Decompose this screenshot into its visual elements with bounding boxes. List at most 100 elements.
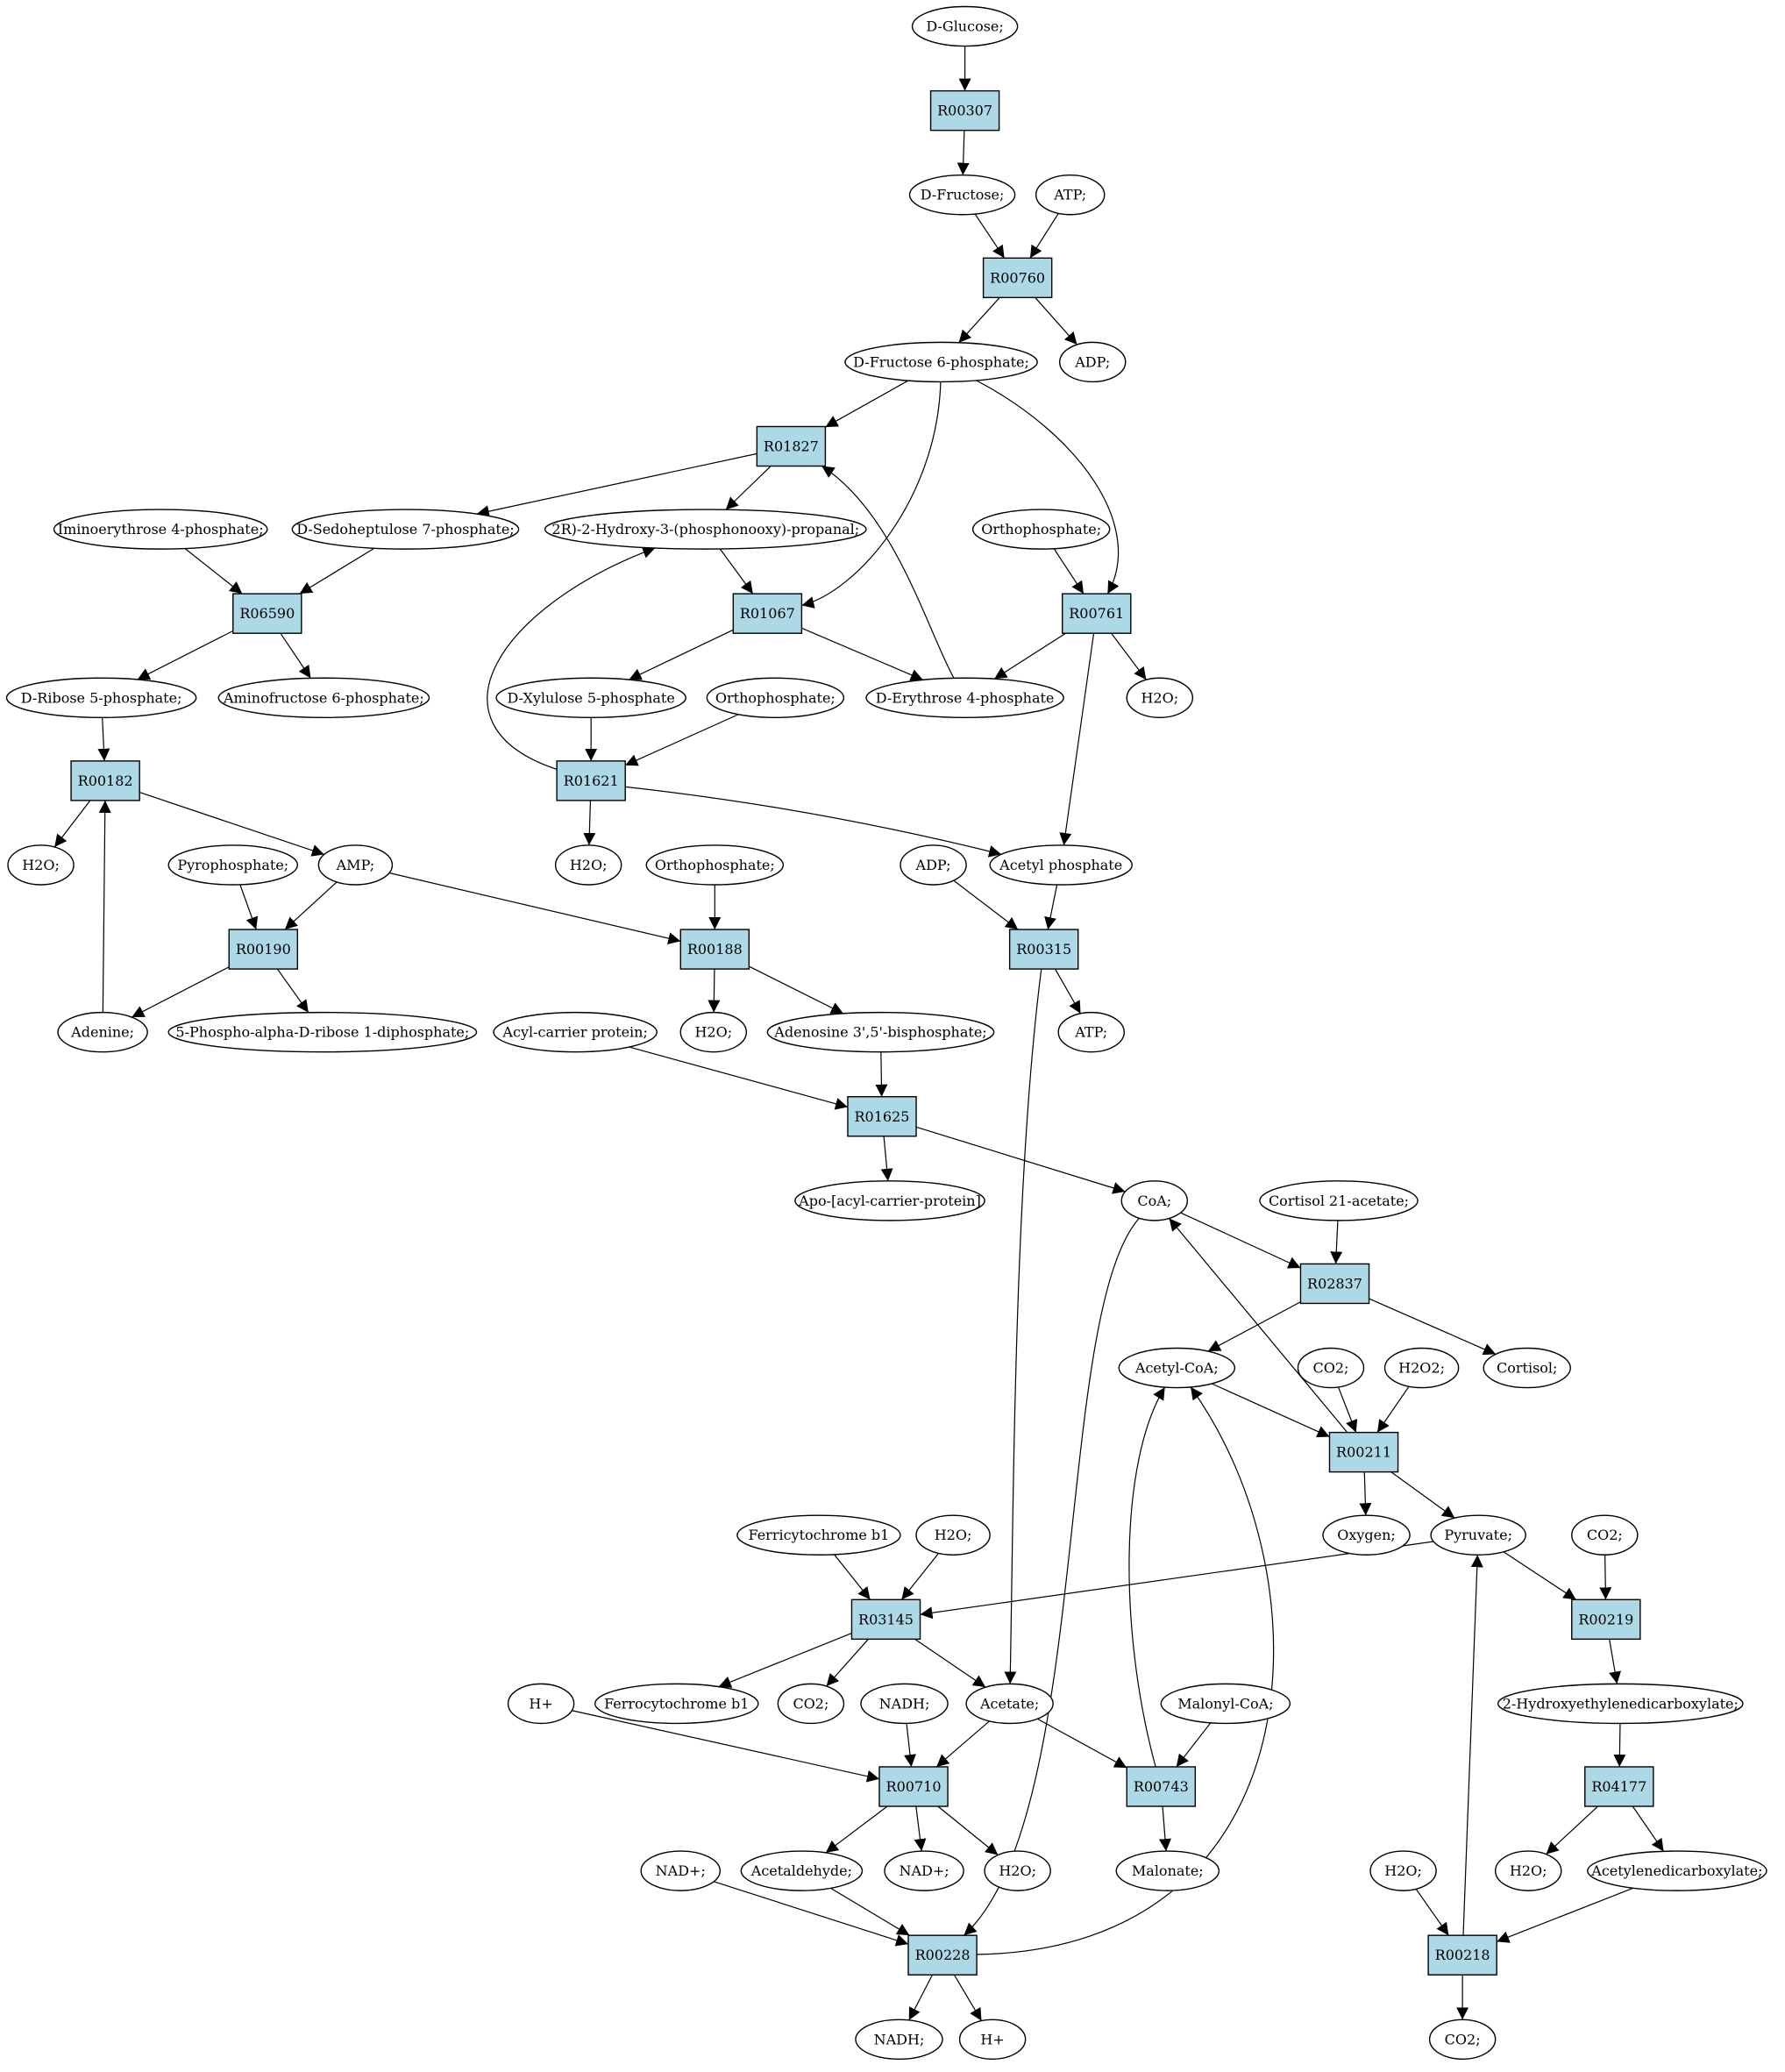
metabolite-ellipse	[844, 341, 1038, 383]
edge-hplus1-to-R00710	[572, 1710, 880, 1783]
node-label: D-Fructose;	[921, 187, 1005, 203]
edge-R00228-to-acetylcoa	[977, 1386, 1275, 1955]
node-label: Adenine;	[70, 1024, 134, 1041]
node-label: D-Xylulose 5-phosphate	[508, 689, 675, 706]
node-label: H2O;	[1141, 689, 1178, 706]
reaction-node-R01625: R01625	[847, 1096, 917, 1137]
metabolite-ellipse	[1035, 174, 1106, 216]
metabolite-ellipse	[958, 2019, 1027, 2061]
edge-R00743-to-malonate	[1158, 1805, 1171, 1852]
metabolite-node-glucose: D-Glucose;	[911, 5, 1019, 47]
edge-R00760-to-f6p	[958, 296, 1000, 344]
metabolite-ellipse	[291, 509, 520, 550]
node-label: R00760	[990, 269, 1045, 286]
edge-R00218-to-pyruvate	[1462, 1555, 1483, 1936]
edge-pap-to-R01625	[875, 1051, 888, 1097]
edge-acylcp-to-R01625	[629, 1046, 849, 1110]
node-label: D-Sedoheptulose 7-phosphate;	[296, 521, 514, 538]
node-label: Apo-[acyl-carrier-protein]	[798, 1193, 981, 1209]
node-label: Ferrocytochrome b1	[604, 1695, 749, 1712]
node-label: H+	[980, 2031, 1004, 2047]
metabolite-ellipse	[1571, 1514, 1639, 1556]
node-label: Pyrophosphate;	[177, 857, 288, 873]
node-label: R00315	[1016, 941, 1071, 958]
metabolite-ellipse	[1494, 1850, 1562, 1891]
edge-R00188-to-pap	[749, 965, 844, 1015]
metabolite-node-co2c: CO2;	[777, 1683, 845, 1725]
reaction-box	[1328, 1431, 1399, 1473]
edge-R01621-to-acp	[625, 786, 1002, 858]
metabolite-ellipse	[777, 1683, 845, 1725]
metabolite-ellipse	[740, 1850, 864, 1891]
edge-sedo-to-R06590	[299, 547, 375, 595]
metabolite-ellipse	[1322, 1514, 1411, 1556]
metabolite-ellipse	[1259, 1180, 1419, 1221]
metabolite-ellipse	[1126, 677, 1194, 719]
reaction-box	[907, 1934, 978, 1976]
metabolite-ellipse	[1383, 1347, 1460, 1389]
edge-co2a-to-R00211	[1338, 1386, 1358, 1433]
reaction-node-R01067: R01067	[732, 593, 803, 634]
reaction-node-R00211: R00211	[1328, 1431, 1399, 1473]
metabolite-node-fructose: D-Fructose;	[908, 174, 1016, 216]
edge-R00188-to-h2o4	[708, 969, 721, 1013]
metabolite-node-nadplus2: NAD+;	[884, 1850, 964, 1891]
node-label: R00188	[687, 941, 743, 958]
metabolite-ellipse	[1058, 341, 1127, 383]
metabolite-ellipse	[53, 509, 268, 550]
edge-cort21-to-R02837	[1330, 1220, 1343, 1264]
edge-R01067-to-xylu	[629, 629, 734, 680]
metabolite-node-e4p: D-Erythrose 4-phosphate	[865, 677, 1064, 719]
reaction-node-R01827: R01827	[756, 425, 827, 467]
edge-R01067-to-e4p	[801, 627, 924, 681]
metabolite-ellipse	[167, 844, 299, 886]
reaction-node-R00710: R00710	[878, 1766, 949, 1807]
node-label: H+	[529, 1695, 552, 1712]
reaction-node-R00760: R00760	[982, 257, 1053, 299]
metabolite-ellipse	[1057, 1011, 1125, 1053]
node-label: CO2;	[1587, 1527, 1623, 1543]
node-label: D-Glucose;	[926, 18, 1003, 35]
edge-R03145-to-ferro	[718, 1632, 852, 1688]
reaction-box	[847, 1096, 917, 1137]
metabolite-ellipse	[679, 1011, 748, 1053]
edge-h2o7-to-R00218	[1415, 1889, 1449, 1936]
edge-R00211-to-oxygen	[1359, 1471, 1372, 1516]
node-label: H2O;	[1384, 1862, 1422, 1879]
metabolite-ellipse	[594, 1683, 759, 1725]
edge-f6p-to-R00761	[976, 380, 1120, 595]
metabolite-ellipse	[57, 1011, 148, 1053]
metabolite-node-h2o1: H2O;	[1126, 677, 1194, 719]
edge-f6p-to-R01827	[825, 380, 909, 428]
metabolite-ellipse	[217, 677, 430, 719]
metabolite-node-amp: AMP;	[317, 844, 394, 886]
node-label: AMP;	[336, 857, 375, 873]
node-label: ATP;	[1074, 1024, 1107, 1041]
metabolite-ellipse	[167, 1011, 478, 1053]
node-label: R01067	[740, 605, 795, 622]
edge-coa-to-R00228	[964, 1217, 1140, 1936]
edge-ortho1-to-R00761	[1053, 548, 1085, 595]
node-layer: D-Glucose;R00307D-Fructose;ATP;R00760D-F…	[5, 5, 1767, 2061]
edge-acetylcoa-to-R00211	[1211, 1383, 1330, 1438]
metabolite-ellipse	[7, 844, 75, 886]
node-label: Aminofructose 6-phosphate;	[223, 689, 424, 706]
edge-R00710-to-h2o6	[937, 1805, 999, 1855]
metabolite-node-h2o2: H2O;	[7, 844, 75, 886]
node-label: D-Ribose 5-phosphate;	[21, 689, 182, 706]
node-label: Acetyl-CoA;	[1134, 1360, 1219, 1377]
reaction-box	[850, 1599, 921, 1641]
metabolite-node-adp2: ADP;	[900, 844, 967, 886]
metabolite-node-h2o5: H2O;	[915, 1514, 991, 1556]
node-label: H2O;	[1510, 1862, 1547, 1879]
edge-R03145-to-acetate	[914, 1638, 986, 1688]
edge-acetate-to-R00743	[1036, 1718, 1127, 1769]
node-label: D-Erythrose 4-phosphate	[876, 689, 1055, 706]
metabolite-node-nadh1: NADH;	[860, 1683, 949, 1725]
node-label: R00307	[937, 103, 992, 119]
reaction-box	[679, 929, 750, 970]
metabolite-ellipse	[884, 1850, 964, 1891]
reaction-box	[556, 760, 626, 801]
edge-acetald-to-R00228	[830, 1887, 910, 1936]
node-label: Pyruvate;	[1444, 1527, 1512, 1543]
